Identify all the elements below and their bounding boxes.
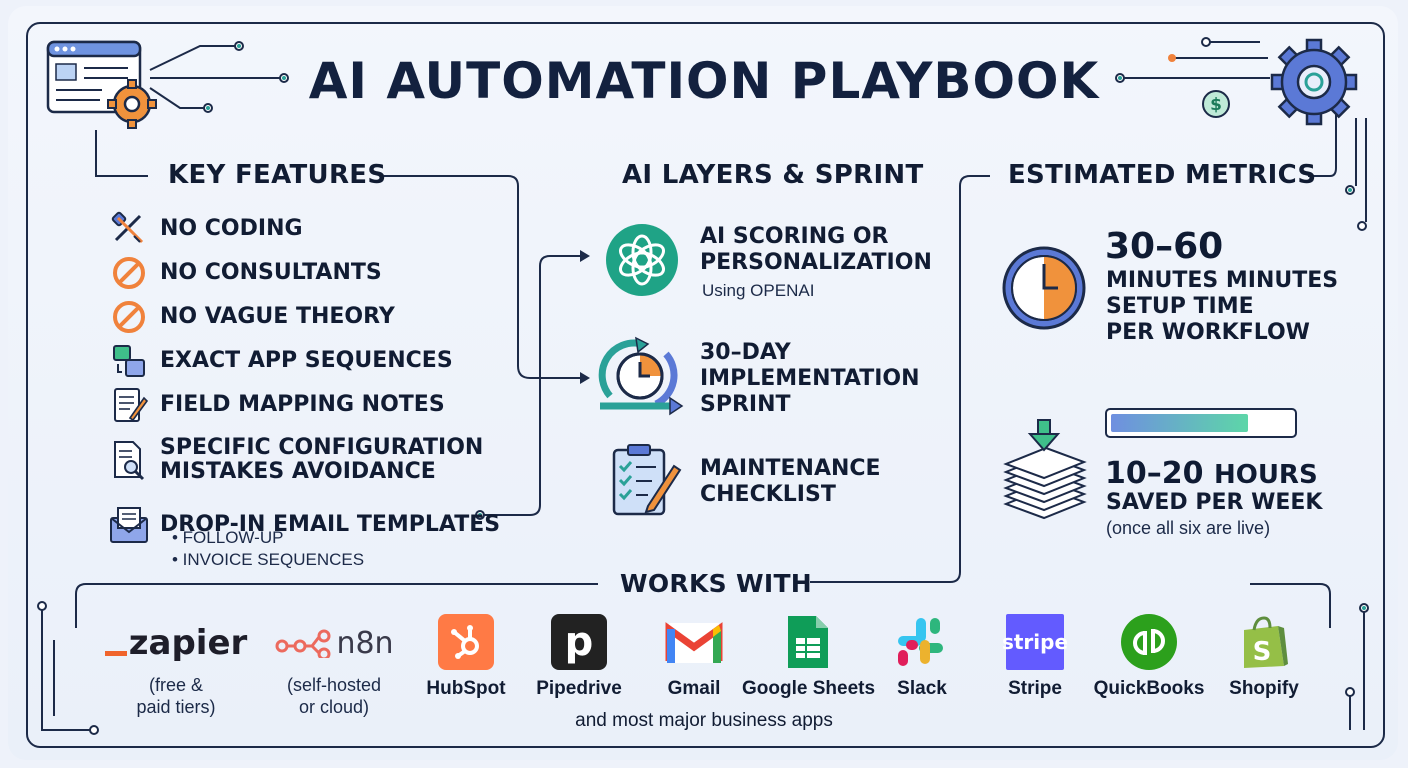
key-features-heading: KEY FEATURES [168,160,387,190]
prohibited-icon [108,252,150,294]
hours-saved-note: (once all six are live) [1106,518,1271,538]
cycle-clock-icon [598,336,684,416]
app-sequence-icon [108,340,150,382]
setup-time-label: MINUTES MINUTES SETUP TIME PER WORKFLOW [1106,268,1339,345]
tool-hubspot: HubSpot [416,614,516,700]
tool-slack: Slack [880,614,964,700]
google-sheets-logo [786,614,830,670]
metrics-heading: ESTIMATED METRICS [1008,160,1317,190]
hours-saved-progress [1105,408,1297,438]
progress-fill [1111,414,1248,432]
clock-icon [1002,246,1086,330]
document-stack-icon [1003,419,1087,520]
shopify-logo: S [1238,614,1290,670]
feature-no-vague-theory: NO VAGUE THEORY [108,296,395,338]
hours-saved-label: SAVED PER WEEK [1106,490,1323,515]
email-icon [108,504,150,546]
ai-layers-heading: AI LAYERS & SPRINT [622,160,924,190]
sprint-label: 30–DAY IMPLEMENTATION SPRINT [700,340,920,417]
ai-scoring-sub: Using OPENAI [702,281,815,300]
tool-quickbooks: QuickBooks [1090,614,1208,700]
tool-pipedrive: p Pipedrive [526,614,632,700]
feature-no-consultants: NO CONSULTANTS [108,252,382,294]
feature-no-coding: NO CODING [108,208,303,250]
gmail-logo [665,614,723,670]
svg-text:$: $ [1210,95,1222,115]
quickbooks-logo [1121,614,1177,670]
zapier-logo: zapier [100,618,252,668]
notes-pencil-icon [108,384,150,426]
svg-text:S: S [1253,637,1272,667]
tool-gmail: Gmail [644,614,744,700]
feature-specific-configuration: SPECIFIC CONFIGURATION MISTAKES AVOIDANC… [108,436,483,484]
checklist-icon [612,444,682,516]
hubspot-logo [438,614,494,670]
setup-time-value: 30–60 [1105,226,1224,267]
gear-dollar-icon: $ [1202,38,1358,126]
feature-field-mapping-notes: FIELD MAPPING NOTES [108,384,445,426]
n8n-logo: n8n [266,618,402,668]
tool-n8n: n8n (self-hosted or cloud) [266,618,402,718]
prohibited-icon [108,296,150,338]
tool-zapier: zapier (free & paid tiers) [100,618,252,718]
tool-stripe: stripe Stripe [990,614,1080,700]
feature-exact-app-sequences: EXACT APP SEQUENCES [108,340,453,382]
content-frame [26,22,1385,748]
ai-scoring-label: AI SCORING OR PERSONALIZATION [700,224,932,275]
tool-shopify: S Shopify [1222,614,1306,700]
works-with-heading: WORKS WITH [620,569,813,598]
browser-gear-icon [46,40,157,129]
feature-drop-in-email-templates: DROP-IN EMAIL TEMPLATES [108,504,500,546]
page-title: AI AUTOMATION PLAYBOOK [308,52,1100,110]
email-subitem-invoice: • INVOICE SEQUENCES [172,550,365,569]
slack-logo [894,614,950,670]
pipedrive-logo: p [551,614,607,670]
no-coding-icon [108,208,150,250]
works-with-footnote: and most major business apps [575,710,833,731]
document-search-icon [108,439,150,481]
stripe-logo: stripe [1002,614,1068,670]
openai-icon [606,224,678,296]
hours-saved-value: 10–20 HOURS [1105,456,1318,491]
email-subitem-follow-up: • FOLLOW-UP [172,528,284,547]
maintenance-label: MAINTENANCE CHECKLIST [700,456,881,507]
tool-google-sheets: Google Sheets [742,614,875,700]
